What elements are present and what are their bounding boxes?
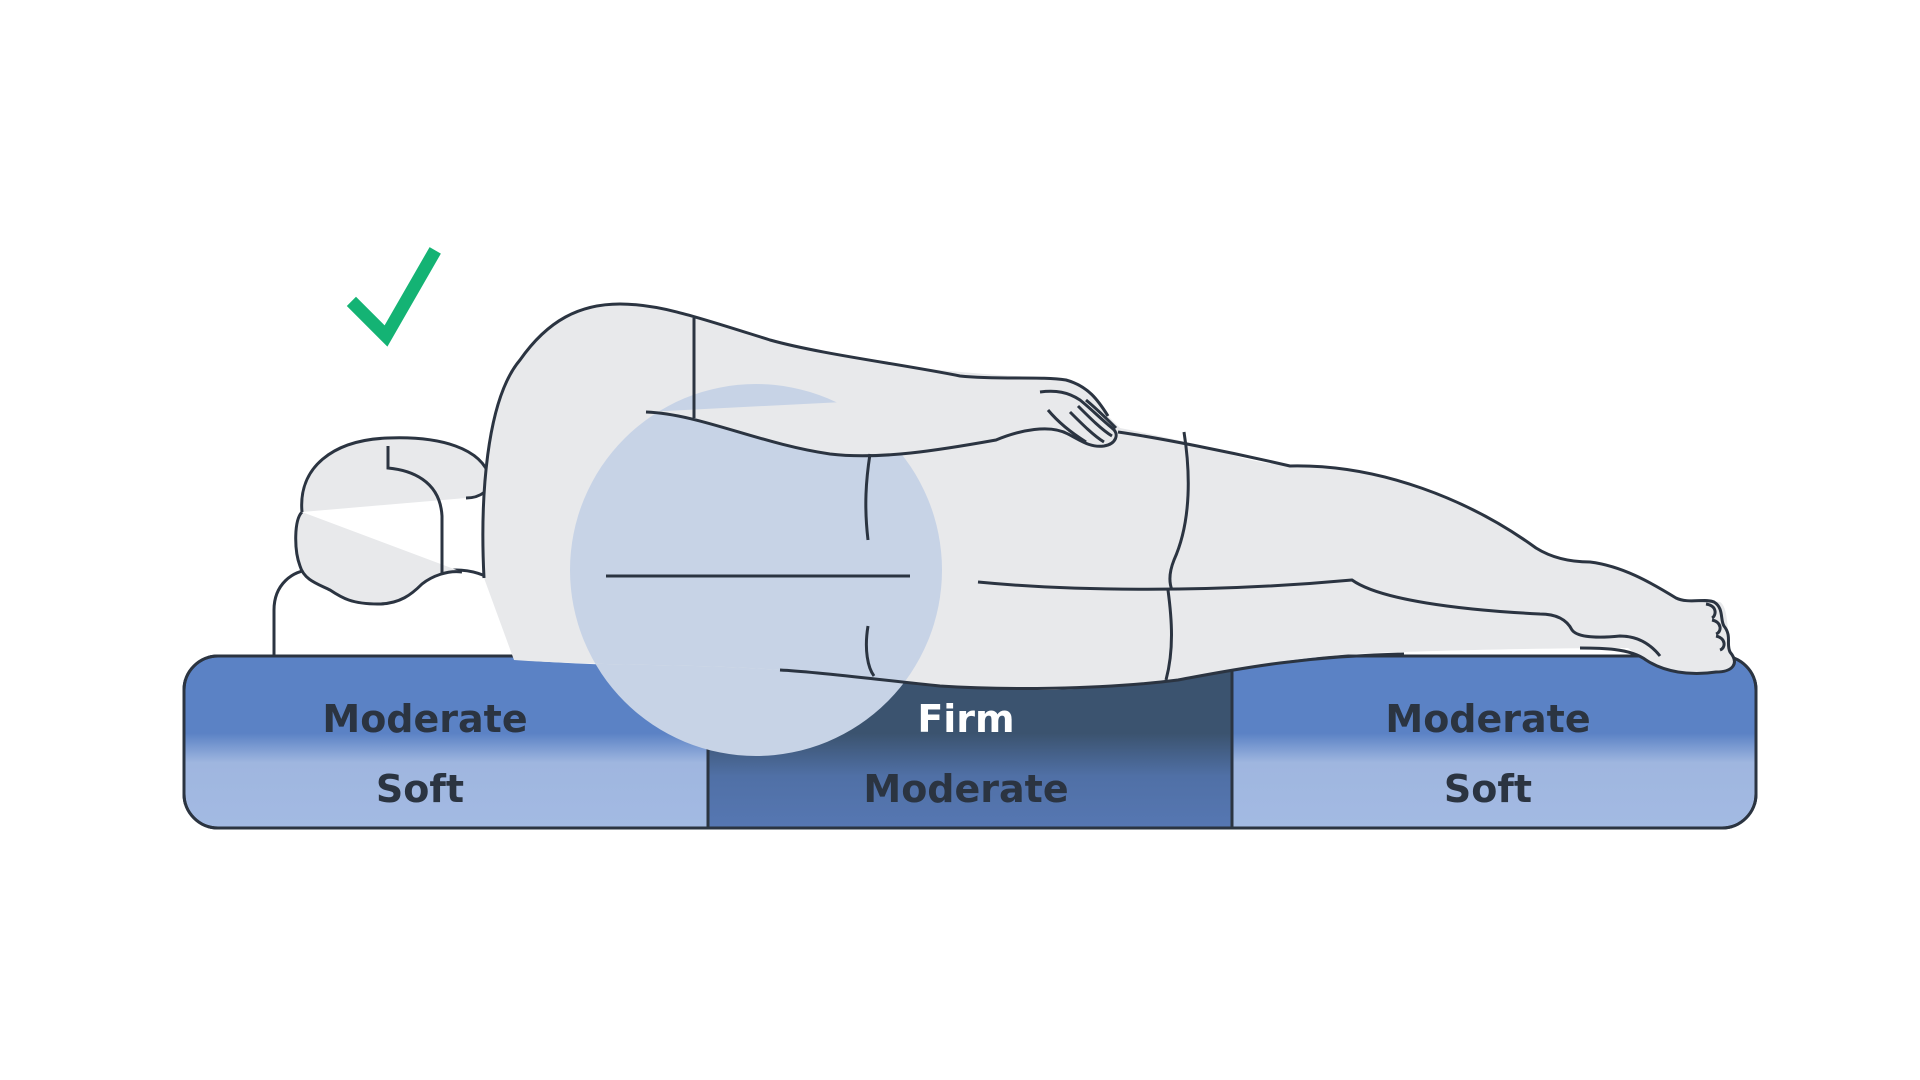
zone-right-top-label: Moderate (1385, 697, 1590, 741)
zone-center-top-label: Firm (917, 697, 1014, 741)
zone-left-top-label: Moderate (322, 697, 527, 741)
zone-left-bottom-label: Soft (376, 767, 464, 811)
mattress-zone-right (1232, 656, 1756, 828)
arm (645, 389, 1118, 458)
zone-center-bottom-label: Moderate (863, 767, 1068, 811)
check-icon (346, 247, 441, 347)
zone-right-bottom-label: Soft (1444, 767, 1532, 811)
